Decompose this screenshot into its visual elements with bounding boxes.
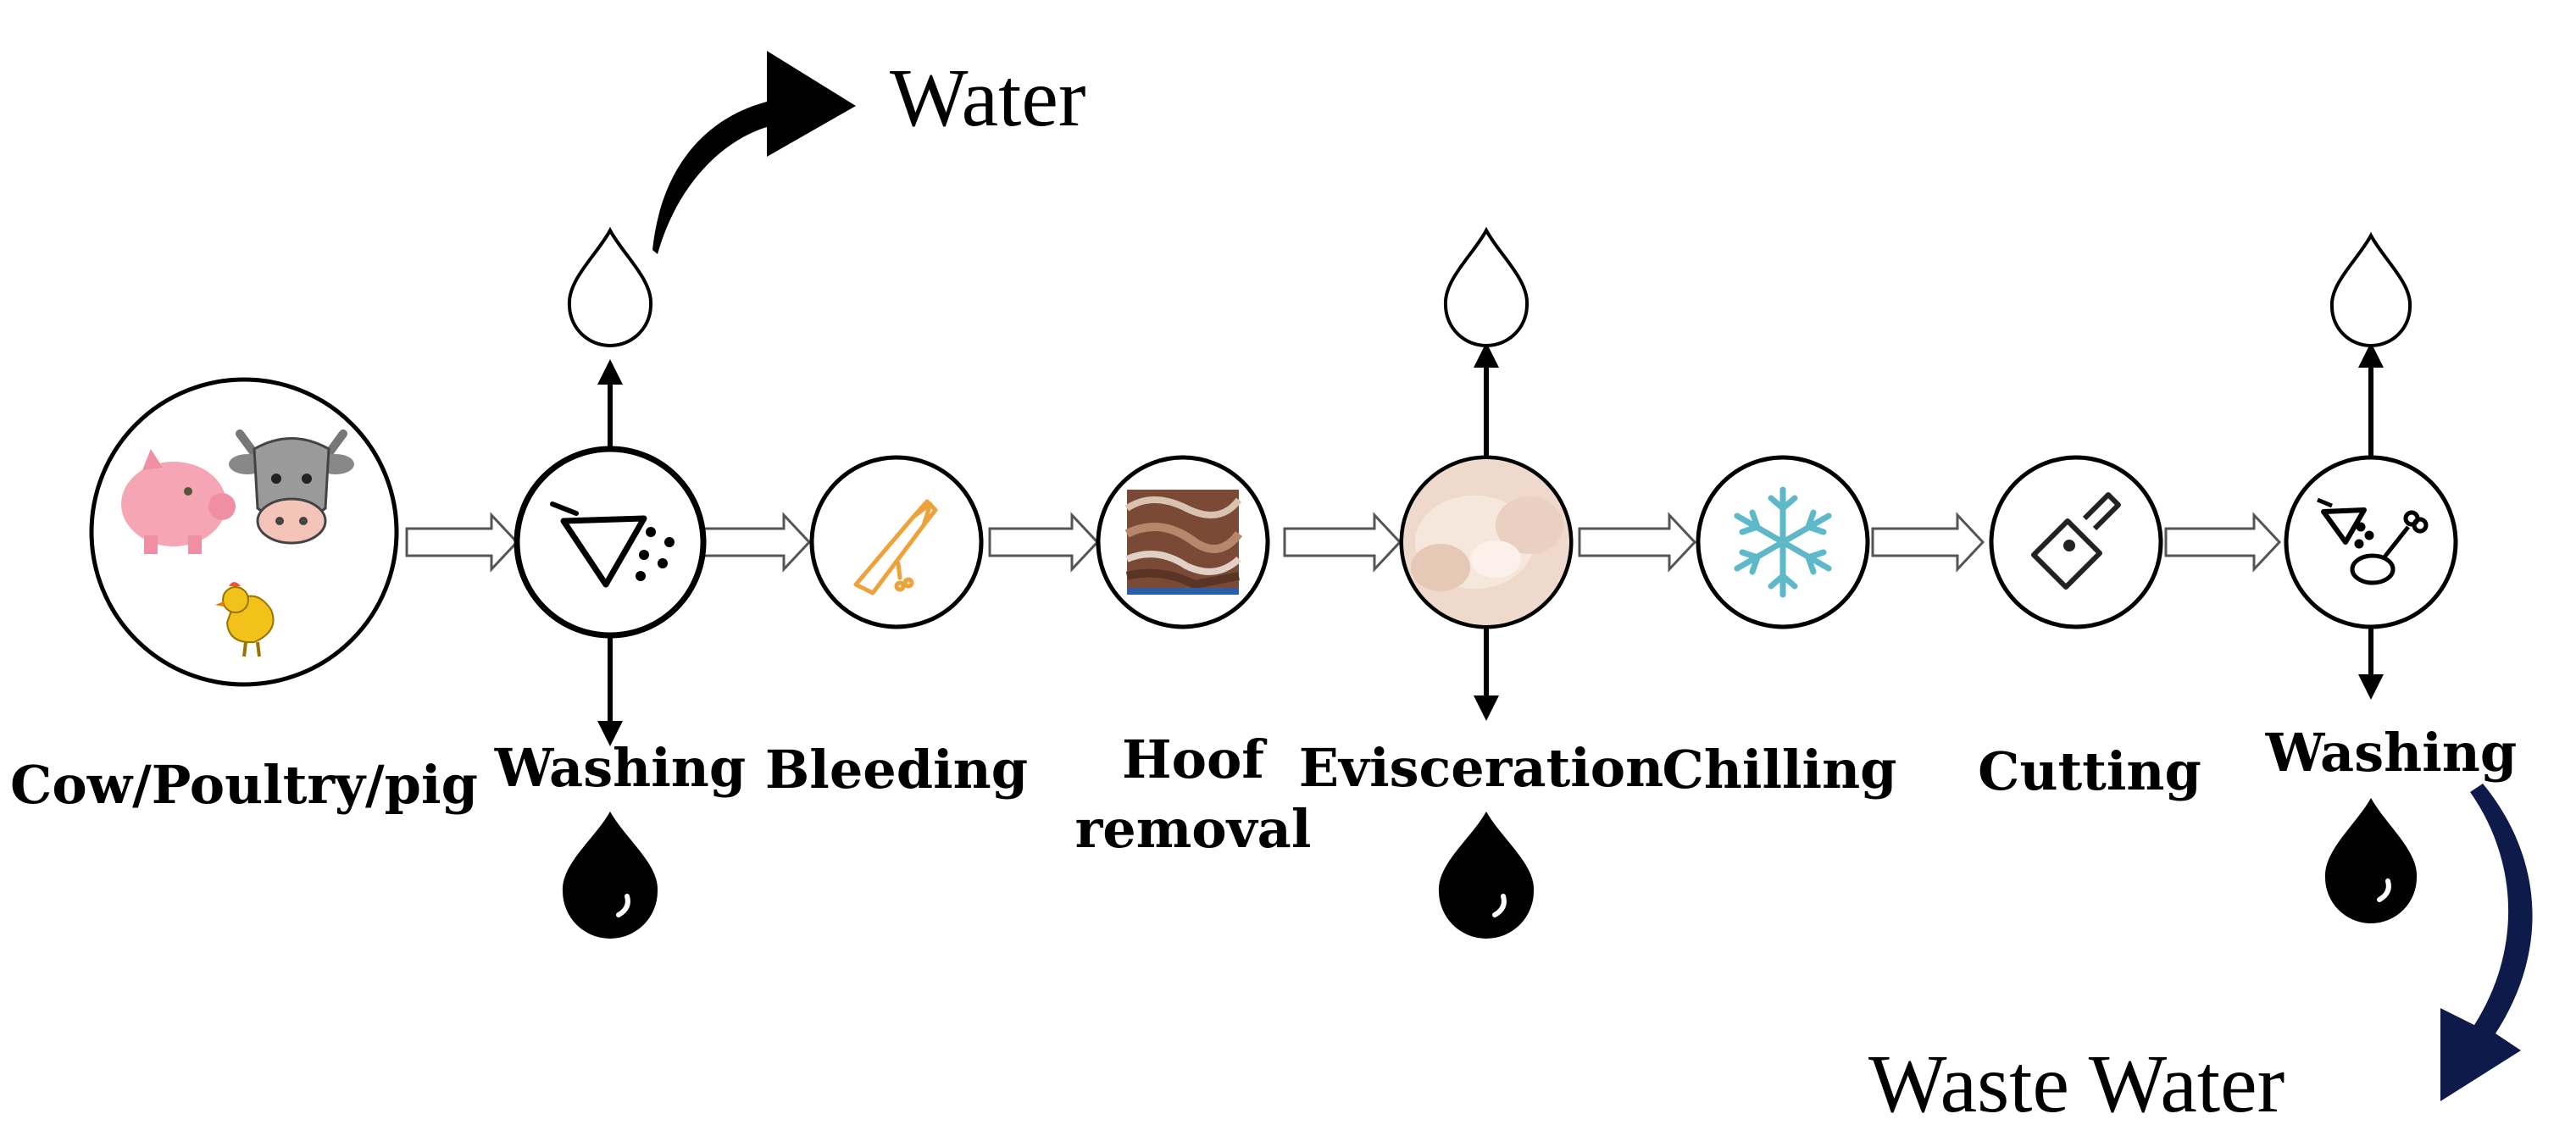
spray-nozzle-icon bbox=[550, 501, 675, 588]
flow-arrow-4 bbox=[1283, 512, 1402, 573]
stage-washing-2 bbox=[2284, 455, 2458, 629]
water-label: Water bbox=[890, 53, 1086, 144]
stage-evisceration bbox=[1399, 455, 1574, 629]
stage-animals bbox=[89, 377, 399, 687]
clean-water-drops bbox=[567, 226, 2412, 347]
waste-water-label: Waste Water bbox=[1868, 1039, 2285, 1130]
stage-label-washing-2: Washing bbox=[2265, 722, 2517, 784]
flow-arrow-3 bbox=[988, 512, 1100, 573]
flow-arrow-5 bbox=[1578, 512, 1697, 573]
water-curved-arrow bbox=[652, 51, 856, 254]
stage-bleeding bbox=[809, 455, 984, 629]
flow-arrows bbox=[405, 512, 2282, 573]
stage-label-bleeding: Bleeding bbox=[765, 739, 1028, 801]
stage-label-hoof-line1: Hoof bbox=[1122, 729, 1267, 790]
clean-water-drop-icon bbox=[567, 226, 653, 347]
waste-water-drop-icon bbox=[2324, 798, 2418, 923]
snowflake-icon bbox=[1734, 486, 1832, 598]
cow-icon bbox=[229, 429, 354, 545]
pig-icon bbox=[121, 449, 236, 554]
stage-label-evisceration: Evisceration bbox=[1299, 737, 1663, 799]
stage-label-animals: Cow/Poultry/pig bbox=[10, 754, 478, 816]
knife-blood-icon bbox=[853, 499, 938, 596]
waste-water-drop-icon bbox=[562, 812, 658, 939]
waste-water-curved-arrow bbox=[2440, 784, 2533, 1101]
feathers-photo-icon bbox=[1124, 490, 1243, 595]
flow-arrow-2 bbox=[702, 512, 812, 573]
clean-water-drop-icon bbox=[2329, 231, 2412, 347]
vertical-arrows bbox=[597, 342, 2384, 746]
flow-arrow-6 bbox=[1871, 512, 1985, 573]
flow-arrow-1 bbox=[405, 512, 519, 573]
stage-hoof-removal bbox=[1096, 455, 1270, 629]
cleaver-icon bbox=[2031, 492, 2121, 590]
stage-cutting bbox=[1989, 455, 2163, 629]
waste-water-drops bbox=[562, 798, 2418, 939]
stage-label-hoof-line2: removal bbox=[1075, 798, 1312, 860]
stage-washing-1 bbox=[514, 446, 707, 639]
clean-water-drop-icon bbox=[1443, 226, 1530, 347]
spray-drumstick-icon bbox=[2317, 497, 2429, 585]
waste-water-drop-icon bbox=[1438, 812, 1535, 939]
chicken-icon bbox=[215, 582, 275, 657]
flow-arrow-7 bbox=[2164, 512, 2282, 573]
stage-label-chilling: Chilling bbox=[1662, 739, 1896, 801]
carcass-photo-icon bbox=[1403, 459, 1569, 625]
stage-label-cutting: Cutting bbox=[1978, 740, 2201, 802]
stage-chilling bbox=[1696, 455, 1870, 629]
stage-label-washing-1: Washing bbox=[494, 737, 746, 799]
